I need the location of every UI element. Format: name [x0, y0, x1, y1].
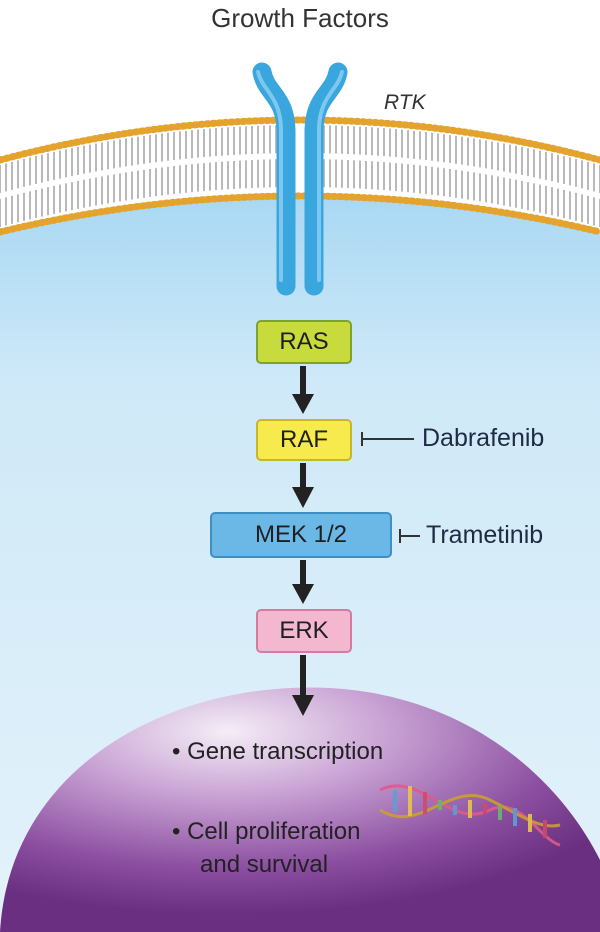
ras-box: RAS	[256, 320, 352, 364]
raf-box: RAF	[256, 419, 352, 461]
effect-text: Cell proliferation	[187, 818, 361, 845]
rtk-receptor-highlight	[256, 70, 344, 282]
effect-cell-proliferation: • Cell proliferation	[172, 818, 361, 845]
pathway-arrows	[292, 366, 314, 716]
trametinib-label: Trametinib	[426, 521, 544, 549]
effect-cell-proliferation-line2: and survival	[200, 851, 329, 878]
erk-box: ERK	[256, 609, 352, 653]
nucleus	[0, 687, 600, 932]
dna-helix-icon	[379, 784, 561, 847]
mek-box: MEK 1/2	[210, 512, 392, 558]
growth-factors-label: Growth Factors	[211, 3, 389, 33]
cell-membrane	[0, 116, 600, 236]
rtk-receptor	[252, 62, 348, 296]
dabrafenib-label: Dabrafenib	[422, 424, 545, 452]
inhibitor-lines	[361, 432, 420, 543]
effect-gene-transcription: • Gene transcription	[172, 738, 384, 765]
rtk-label: RTK	[384, 91, 426, 114]
effect-text: Gene transcription	[187, 738, 384, 765]
